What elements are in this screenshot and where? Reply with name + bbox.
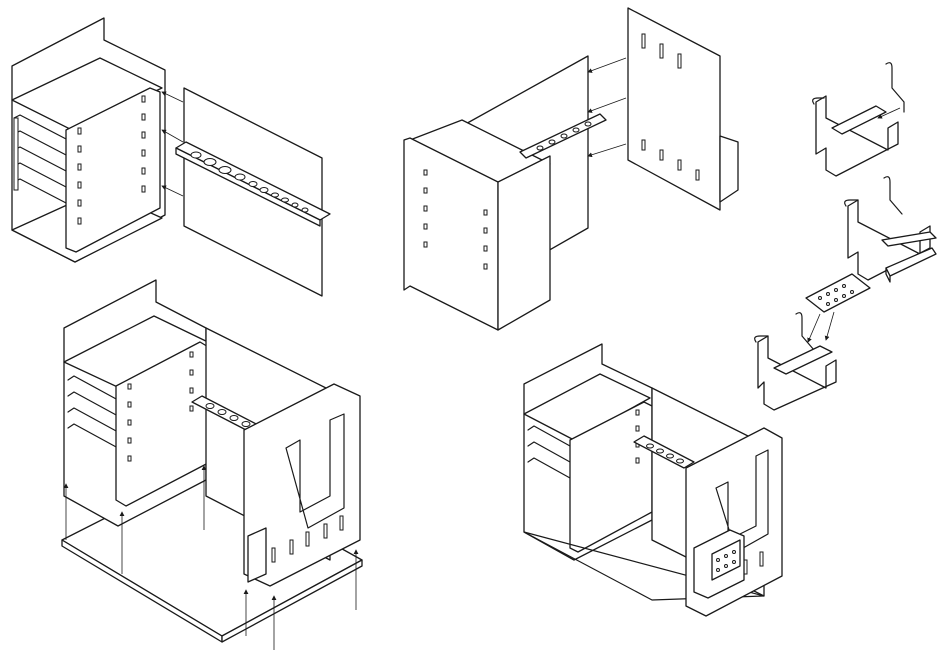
assembled-rack-holes — [646, 443, 684, 464]
bracket-step-3 — [754, 273, 871, 411]
tool-holes — [190, 151, 309, 213]
view-exploded-cabinet-on-base — [61, 279, 363, 650]
rear-panel-exploded — [627, 7, 721, 211]
card-holes — [818, 284, 854, 306]
bracket-step-2 — [844, 176, 937, 283]
lower-rails — [67, 375, 119, 449]
back-panel-arrows — [587, 57, 627, 158]
assembled-top-shelf — [523, 373, 651, 441]
divider-slots — [77, 95, 146, 225]
assembled-rails — [527, 425, 571, 479]
front-panel-slots — [423, 169, 488, 270]
view-bracket-assembly-steps — [754, 62, 937, 411]
front-divider — [65, 87, 161, 253]
view-exploded-cabinet-and-tool-rack — [11, 17, 331, 297]
lower-end-flap — [247, 527, 267, 583]
lower-rack-holes — [205, 403, 251, 427]
view-assembled-cabinet — [523, 343, 783, 617]
drawer-rails — [13, 114, 69, 205]
assembled-bracket — [693, 529, 745, 599]
base-arrows — [63, 465, 359, 650]
bracket-step-1 — [812, 62, 905, 177]
bracket-card — [805, 273, 871, 313]
bracket-tray — [773, 345, 833, 375]
rack-holes — [536, 121, 592, 151]
top-shelf — [11, 57, 163, 131]
lower-end-panel — [243, 383, 361, 587]
rear-panel-slots — [641, 33, 700, 181]
assembly-arrows — [161, 91, 184, 197]
bracket-insert — [881, 231, 937, 247]
view-exploded-cabinet-back-panel — [403, 7, 739, 331]
lower-divider-slots — [127, 351, 194, 462]
